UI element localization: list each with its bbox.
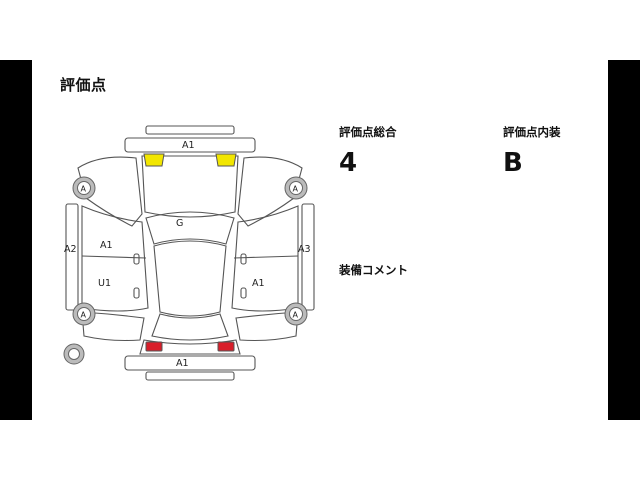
right-rear-quarter xyxy=(235,311,299,342)
overall-score-value: 4 xyxy=(339,148,358,178)
left-headlight xyxy=(143,153,165,167)
rear-window xyxy=(151,313,229,341)
left-letterbox xyxy=(0,60,32,420)
roof-outline xyxy=(153,240,227,317)
left-handle xyxy=(133,287,140,299)
interior-score-value: B xyxy=(503,148,523,178)
rear-panel xyxy=(124,355,256,371)
left-rear-quarter xyxy=(81,311,145,342)
right-side-skirt xyxy=(301,203,315,311)
car-damage-diagram: A1 G A1 U1 A2 A3 A1 A1 A A A A xyxy=(63,125,315,381)
right-rear-door-label: A1 xyxy=(252,278,265,289)
right-front-fender xyxy=(237,156,303,227)
front-bumper-outline xyxy=(145,125,235,135)
left-taillight xyxy=(145,341,163,352)
section-title: 評価点 xyxy=(60,76,107,94)
front-left-wheel xyxy=(72,176,96,200)
right-mirror xyxy=(240,253,247,265)
rear-right-wheel xyxy=(284,302,308,326)
right-headlight xyxy=(215,153,237,167)
left-doors-outline xyxy=(81,205,149,312)
left-side-label: A2 xyxy=(64,244,77,255)
right-doors-outline xyxy=(231,205,299,312)
right-letterbox xyxy=(608,60,640,420)
left-front-door-label: A1 xyxy=(100,240,113,251)
right-side-label: A3 xyxy=(298,244,311,255)
roof-label: G xyxy=(176,218,183,229)
hood-outline xyxy=(141,155,239,218)
front-right-wheel xyxy=(284,176,308,200)
inspection-panel xyxy=(32,60,608,420)
interior-score-label: 評価点内装 xyxy=(503,125,561,139)
left-door-divider xyxy=(81,255,147,259)
right-door-divider xyxy=(233,255,299,259)
right-handle xyxy=(240,287,247,299)
left-mirror xyxy=(133,253,140,265)
rear-left-wheel xyxy=(72,302,96,326)
left-side-skirt xyxy=(65,203,79,311)
rear-bumper-outline xyxy=(145,371,235,381)
right-taillight xyxy=(217,341,235,352)
left-front-fender xyxy=(77,156,143,227)
front-left-wheel-label: A xyxy=(81,185,87,194)
windshield xyxy=(145,211,235,245)
overall-score-label: 評価点総合 xyxy=(339,125,397,139)
hood-front-panel xyxy=(124,137,256,153)
rear-label: A1 xyxy=(176,358,189,369)
rear-right-wheel-label: A xyxy=(293,311,299,320)
rear-left-wheel-label: A xyxy=(81,311,87,320)
left-rear-door-label: U1 xyxy=(98,278,111,289)
equipment-comment-label: 装備コメント xyxy=(339,263,408,277)
spare-wheel xyxy=(63,343,85,365)
hood-label: A1 xyxy=(182,140,195,151)
front-right-wheel-label: A xyxy=(293,185,299,194)
